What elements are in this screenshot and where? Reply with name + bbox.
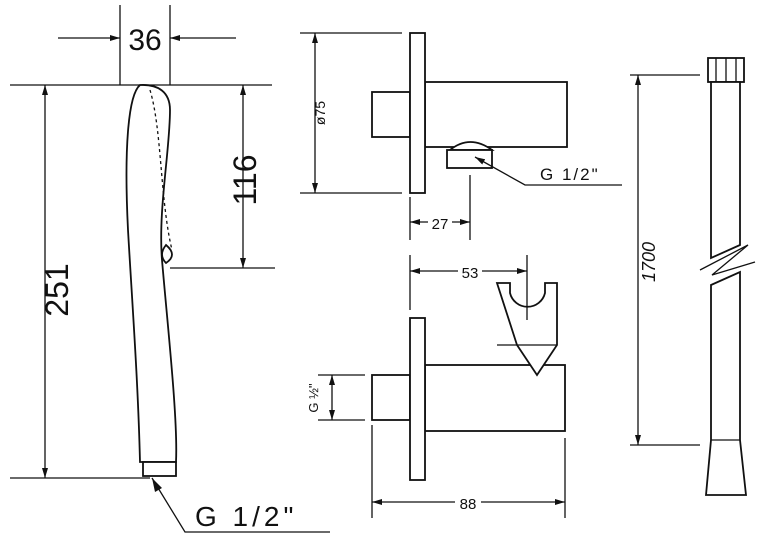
outlet-thread-label: G 1/2" — [540, 165, 600, 184]
flange — [409, 32, 426, 194]
dim-head-116: 116 — [227, 154, 263, 205]
dim-diameter-75: ø75 — [312, 101, 328, 125]
handshower-connector — [142, 461, 177, 477]
break-line — [699, 244, 756, 276]
hose-view: 1700 — [630, 57, 756, 496]
dim-holder-53: 53 — [462, 265, 479, 282]
shower-holder — [495, 282, 558, 377]
leader-handshower-thread — [151, 477, 330, 533]
wall-outlet-top-view: ø75 27 G 1/2" — [300, 32, 622, 240]
dim-offset-27: 27 — [432, 216, 449, 233]
inlet-thread-label: G ½" — [306, 383, 321, 413]
handshower-outline — [125, 84, 178, 463]
dim-hose-1700: 1700 — [639, 242, 659, 282]
dim-width-36: 36 — [128, 24, 161, 57]
wall-outlet-bottom-view: 53 G ½" 88 — [306, 255, 566, 518]
dim-length-88: 88 — [460, 496, 477, 513]
handshower-view: 36 251 116 G 1/2" — [10, 5, 330, 533]
dim-length-251: 251 — [39, 263, 75, 316]
handshower-thread-label: G 1/2" — [195, 501, 297, 532]
outlet-nut — [446, 149, 493, 169]
